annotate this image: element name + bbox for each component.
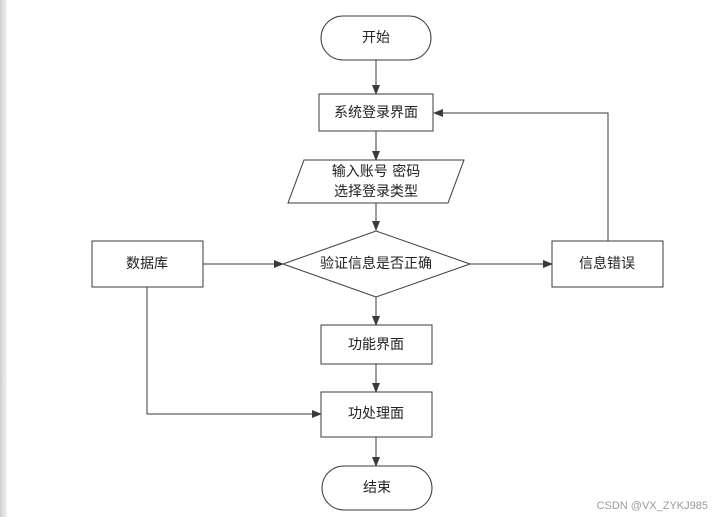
login-screen-node: 系统登录界面 <box>318 93 434 132</box>
function-processing-label: 功处理面 <box>348 406 404 422</box>
function-screen-label: 功能界面 <box>348 337 404 353</box>
database-node: 数据库 <box>91 240 204 288</box>
database-label: 数据库 <box>126 256 168 272</box>
end-node: 结束 <box>321 465 433 511</box>
verify-label: 验证信息是否正确 <box>320 255 432 272</box>
watermark-text: CSDN @VX_ZYKJ985 <box>596 500 708 512</box>
start-label: 开始 <box>362 30 390 46</box>
end-label: 结束 <box>363 480 391 496</box>
input-label-line1: 输入账号 密码 <box>332 163 420 180</box>
verify-decision-node: 验证信息是否正确 <box>281 230 472 298</box>
start-node: 开始 <box>320 15 432 61</box>
input-node: 输入账号 密码 选择登录类型 <box>287 159 465 204</box>
edge-error-to-login <box>433 109 609 241</box>
error-node: 信息错误 <box>551 240 664 288</box>
login-screen-label: 系统登录界面 <box>334 105 418 121</box>
function-processing-node: 功处理面 <box>320 391 433 438</box>
function-screen-node: 功能界面 <box>320 324 433 365</box>
input-label-line2: 选择登录类型 <box>334 184 418 200</box>
window-left-edge <box>0 0 7 517</box>
edge-database-to-processing <box>146 287 322 418</box>
error-label: 信息错误 <box>579 255 635 272</box>
